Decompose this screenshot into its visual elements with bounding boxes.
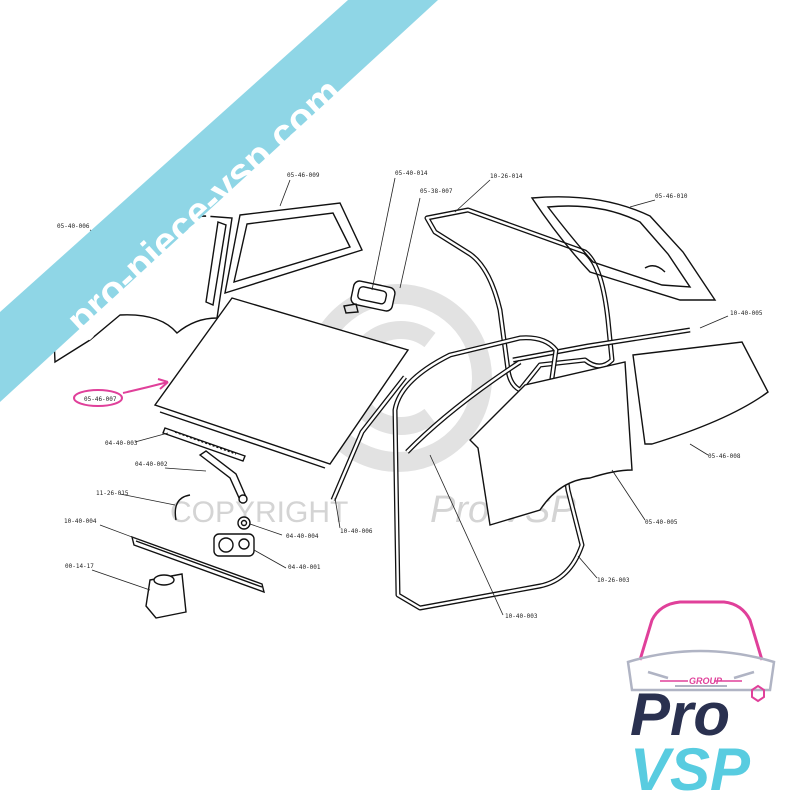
highlight-arrow-icon bbox=[122, 381, 169, 394]
logo-car-icon bbox=[638, 600, 764, 661]
highlight-arrowhead-icon bbox=[157, 378, 169, 390]
ref-05-40-014: 05-40-014 bbox=[395, 170, 428, 177]
ref-04-40-002: 04-40-002 bbox=[135, 461, 168, 468]
windshield-glass bbox=[153, 297, 410, 465]
rear-door-seal bbox=[424, 207, 615, 393]
vent-window-frame bbox=[224, 202, 363, 295]
wiper-motor bbox=[213, 533, 255, 557]
ref-04-40-004: 04-40-004 bbox=[286, 533, 319, 540]
wiper-blade bbox=[162, 427, 246, 462]
front-door-seal bbox=[392, 335, 585, 611]
ref-00-14-17: 00-14-17 bbox=[65, 563, 94, 570]
ref-05-40-005: 05-40-005 bbox=[645, 519, 678, 526]
provsp-logo: GROUP Pro VSP bbox=[626, 600, 776, 800]
washer-reservoir bbox=[145, 573, 187, 619]
ref-05-46-009: 05-46-009 bbox=[287, 172, 320, 179]
ref-10-40-006: 10-40-006 bbox=[340, 528, 373, 535]
wiper-arm bbox=[198, 450, 248, 504]
rear-fixed-glass bbox=[530, 196, 717, 301]
front-door-glass bbox=[469, 361, 633, 526]
rear-sliding-glass bbox=[632, 341, 769, 445]
ref-10-26-003: 10-26-003 bbox=[597, 577, 630, 584]
banner-band bbox=[0, 0, 438, 402]
scuttle-seal-strip bbox=[131, 535, 265, 594]
ref-10-40-004: 10-40-004 bbox=[64, 518, 97, 525]
logo-vsp-text: VSP bbox=[630, 736, 751, 800]
windshield-lower-seal bbox=[159, 411, 326, 469]
ref-05-46-007: 05-46-007 bbox=[84, 396, 117, 403]
highlight-circle bbox=[73, 389, 123, 407]
wiper-nut bbox=[237, 516, 251, 530]
ref-04-40-003: 04-40-003 bbox=[105, 440, 138, 447]
logo-group-text: GROUP bbox=[689, 676, 723, 686]
banner-text: pro-piece-vsp.com bbox=[58, 70, 350, 343]
logo-pro-text: Pro bbox=[630, 681, 730, 748]
quarter-glass-frame bbox=[205, 221, 227, 306]
ref-04-40-001: 04-40-001 bbox=[288, 564, 321, 571]
ref-05-40-006: 05-40-006 bbox=[57, 223, 90, 230]
highlight-marker bbox=[73, 378, 169, 407]
ref-11-26-015: 11-26-015 bbox=[96, 490, 129, 497]
ref-10-40-003: 10-40-003 bbox=[505, 613, 538, 620]
door-mirror-part bbox=[343, 280, 396, 314]
ref-10-40-005: 10-40-005 bbox=[730, 310, 763, 317]
ref-05-46-008: 05-46-008 bbox=[708, 453, 741, 460]
logo-hex-nut-icon bbox=[751, 684, 765, 703]
washer-hose bbox=[174, 494, 191, 521]
ref-05-46-010: 05-46-010 bbox=[655, 193, 688, 200]
copyright-text: COPYRIGHT bbox=[170, 496, 348, 529]
ref-05-38-007: 05-38-007 bbox=[420, 188, 453, 195]
ref-10-26-014: 10-26-014 bbox=[490, 173, 523, 180]
